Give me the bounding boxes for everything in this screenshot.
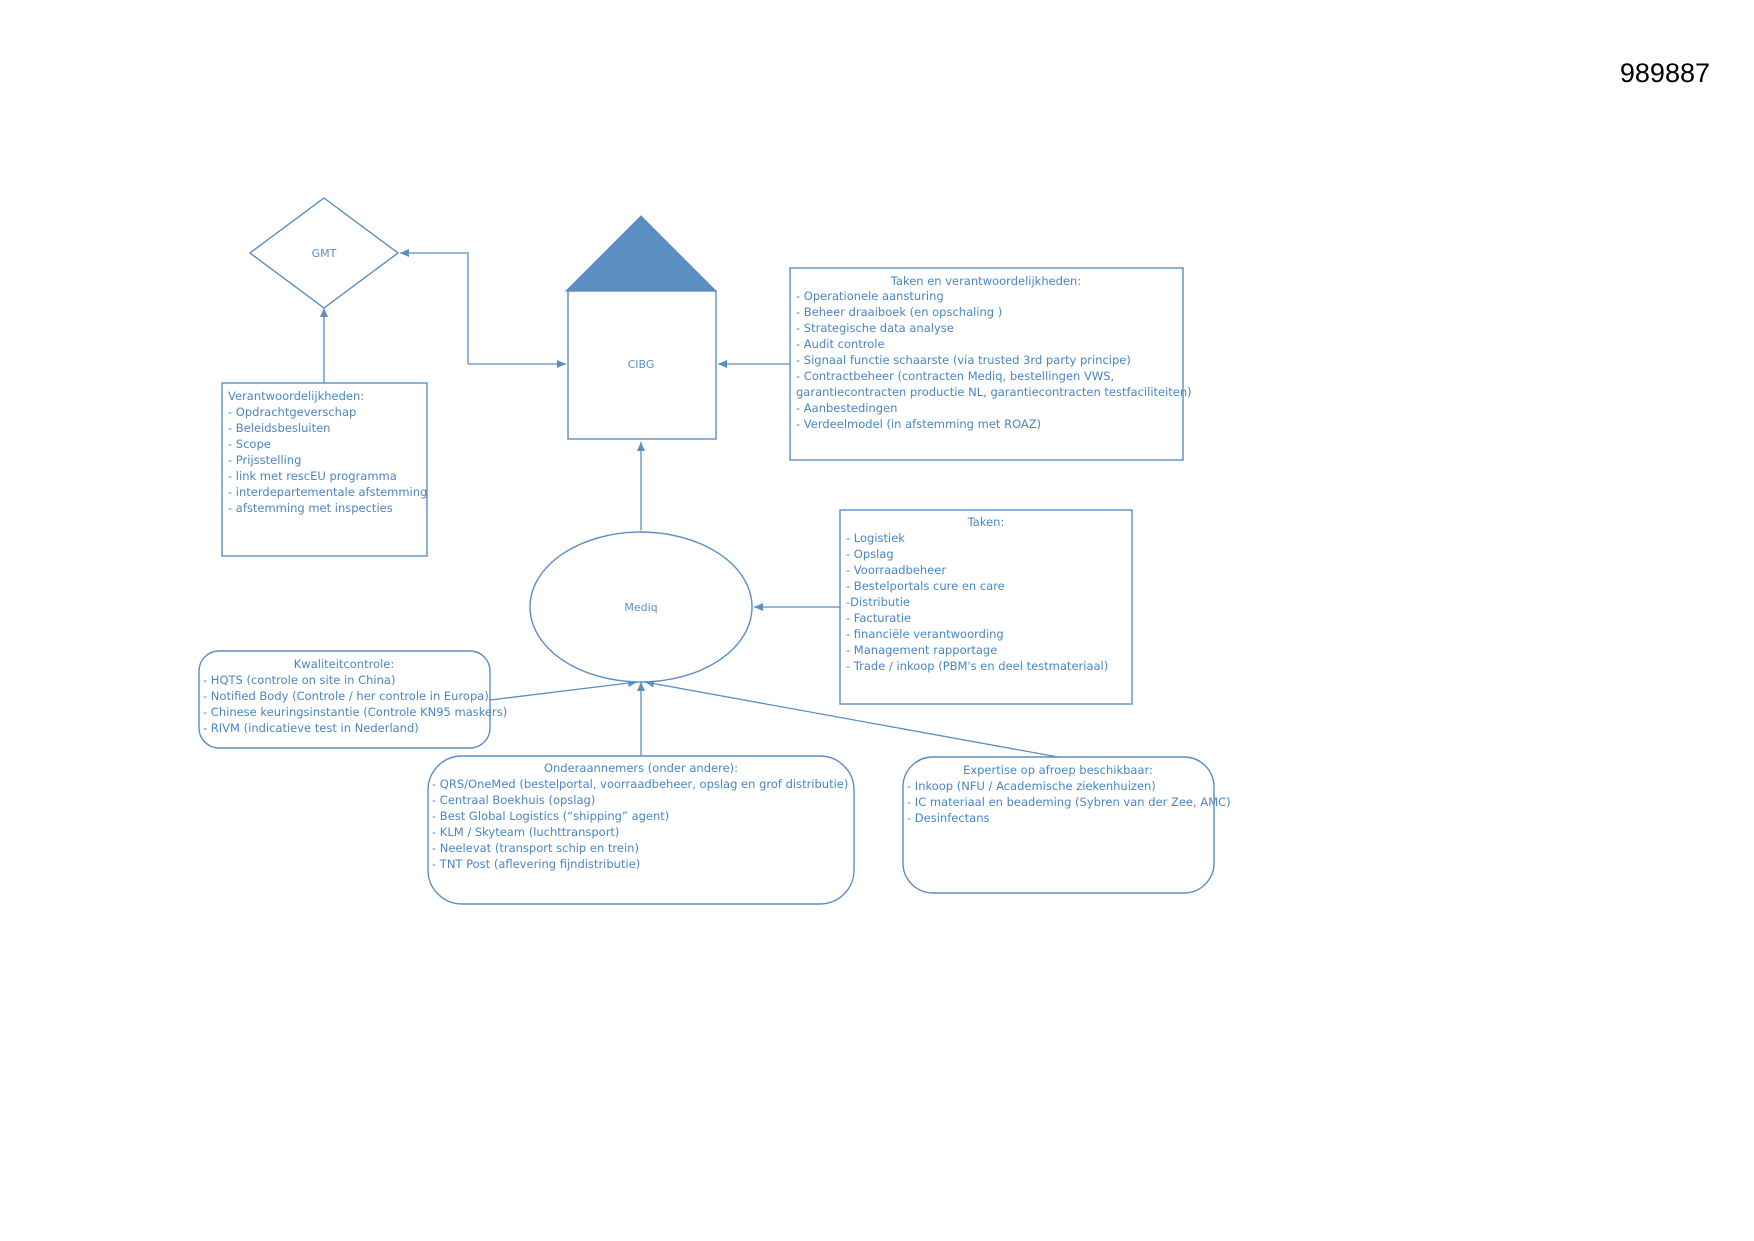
taken-item: - financiële verantwoording [846, 627, 1004, 641]
taken-verantwoordelijkheden-item: - Aanbestedingen [796, 401, 897, 415]
cibg-body [567, 290, 717, 440]
taken-verantwoordelijkheden-item: - Audit controle [796, 337, 885, 351]
cibg-label: CIBG [628, 358, 655, 371]
kwaliteitcontrole-item: - Chinese keuringsinstantie (Controle KN… [203, 705, 507, 719]
onderaannemers-item: - TNT Post (aflevering fijndistributie) [432, 857, 640, 871]
document-number: 989887 [1619, 58, 1710, 88]
onderaannemers-box: Onderaannemers (onder andere): - QRS/One… [427, 755, 855, 905]
gmt-label: GMT [312, 247, 337, 260]
onderaannemers-item: - Best Global Logistics (“shipping” agen… [432, 809, 669, 823]
taken-verantwoordelijkheden-item: - Verdeelmodel (in afstemming met ROAZ) [796, 417, 1041, 431]
taken-verantwoordelijkheden-box: Taken en verantwoordelijkheden: - Operat… [789, 267, 1192, 461]
taken-item: - Logistiek [846, 531, 905, 545]
kwaliteitcontrole-box: Kwaliteitcontrole: - HQTS (controle on s… [198, 650, 507, 749]
taken-verantwoordelijkheden-title: Taken en verantwoordelijkheden: [890, 274, 1081, 288]
taken-verantwoordelijkheden-item: - Strategische data analyse [796, 321, 954, 335]
gmt-diamond [248, 197, 400, 309]
mediq-node: Mediq [529, 531, 753, 683]
taken-item: - Facturatie [846, 611, 911, 625]
connector-expertise-to-mediq [644, 679, 1059, 758]
onderaannemers-item: - Neelevat (transport schip en trein) [432, 841, 639, 855]
taken-title: Taken: [967, 515, 1005, 529]
expertise-item: - IC materiaal en beademing (Sybren van … [907, 795, 1231, 809]
verantwoordelijkheden-item: - Scope [228, 437, 271, 451]
kwaliteitcontrole-item: - RIVM (indicatieve test in Nederland) [203, 721, 419, 735]
taken-verantwoordelijkheden-item: - Operationele aansturing [796, 289, 944, 303]
expertise-box: Expertise op afroep beschikbaar: - Inkoo… [902, 756, 1231, 894]
connector-kwaliteitcontrole-to-mediq [489, 679, 638, 701]
connectors [320, 249, 1059, 765]
expertise-item: - Desinfectans [907, 811, 990, 825]
expertise-item: - Inkoop (NFU / Academische ziekenhuizen… [907, 779, 1156, 793]
expertise-title: Expertise op afroep beschikbaar: [963, 763, 1153, 777]
cibg-node: CIBG [564, 215, 718, 440]
connector-cibg-to-gmt [400, 249, 469, 364]
taken-item: -Distributie [846, 595, 910, 609]
onderaannemers-item: - Centraal Boekhuis (opslag) [432, 793, 595, 807]
taken-item: - Trade / inkoop (PBM's en deel testmate… [846, 659, 1108, 673]
taken-verantwoordelijkheden-item: - Beheer draaiboek (en opschaling ) [796, 305, 1002, 319]
verantwoordelijkheden-item: - Opdrachtgeverschap [228, 405, 356, 419]
onderaannemers-item: - QRS/OneMed (bestelportal, voorraadbehe… [432, 777, 848, 791]
taken-item: - Opslag [846, 547, 894, 561]
taken-verantwoordelijkheden-item: - Contractbeheer (contracten Mediq, best… [796, 369, 1114, 383]
kwaliteitcontrole-item: - Notified Body (Controle / her controle… [203, 689, 489, 703]
verantwoordelijkheden-item: - Beleidsbesluiten [228, 421, 330, 435]
taken-verantwoordelijkheden-item: garantiecontracten productie NL, garanti… [796, 385, 1192, 399]
mediq-label: Mediq [624, 601, 657, 614]
cibg-roof [564, 215, 718, 292]
mediq-ellipse [529, 531, 753, 683]
taken-verantwoordelijkheden-item: - Signaal functie schaarste (via trusted… [796, 353, 1131, 367]
kwaliteitcontrole-title: Kwaliteitcontrole: [294, 657, 395, 671]
taken-item: - Management rapportage [846, 643, 997, 657]
verantwoordelijkheden-item: - afstemming met inspecties [228, 501, 393, 515]
gmt-node: GMT [248, 197, 400, 309]
onderaannemers-title: Onderaannemers (onder andere): [544, 761, 738, 775]
taken-box: Taken: - Logistiek - Opslag - Voorraadbe… [839, 509, 1133, 705]
verantwoordelijkheden-item: - Prijsstelling [228, 453, 301, 467]
verantwoordelijkheden-title: Verantwoordelijkheden: [228, 389, 364, 403]
onderaannemers-item: - KLM / Skyteam (luchttransport) [432, 825, 619, 839]
taken-item: - Bestelportals cure en care [846, 579, 1005, 593]
verantwoordelijkheden-item: - interdepartementale afstemming [228, 485, 427, 499]
verantwoordelijkheden-item: - link met rescEU programma [228, 469, 397, 483]
taken-item: - Voorraadbeheer [846, 563, 946, 577]
verantwoordelijkheden-box: Verantwoordelijkheden: - Opdrachtgeversc… [221, 382, 428, 557]
kwaliteitcontrole-item: - HQTS (controle on site in China) [203, 673, 395, 687]
